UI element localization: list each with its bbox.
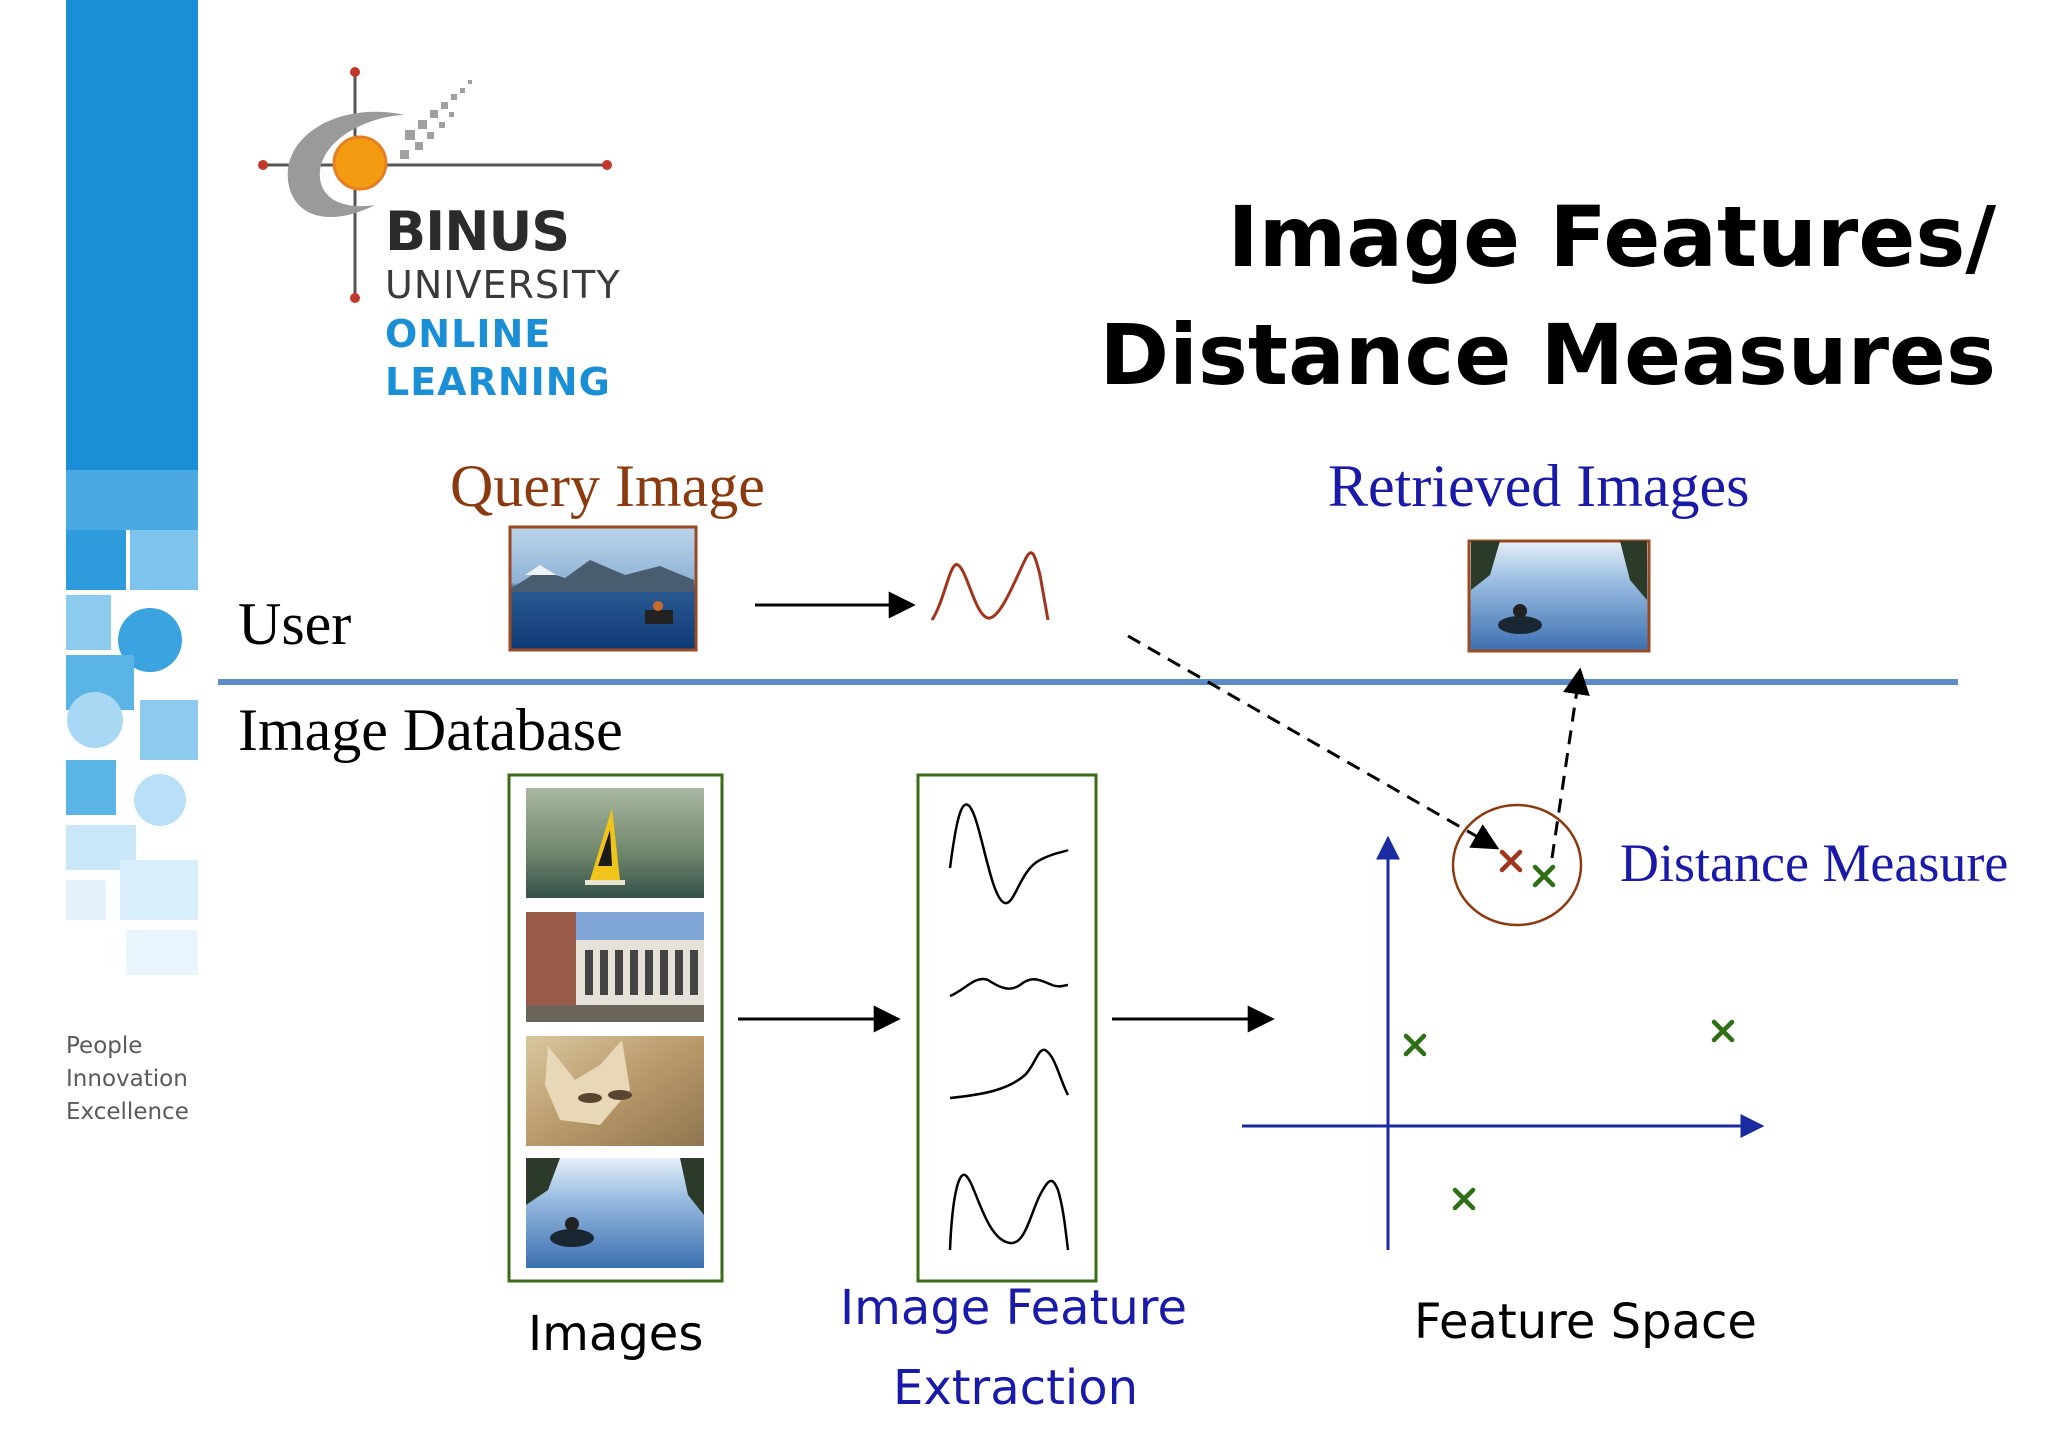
logo-university-text: UNIVERSITY [385, 263, 621, 307]
database-point-mark [1711, 1019, 1735, 1043]
left-decorative-stripe [66, 0, 198, 975]
tagline-innovation: Innovation [66, 1066, 188, 1092]
title-line-1: Image Features/ [1227, 188, 1996, 286]
database-point-mark [1403, 1033, 1427, 1057]
tagline-people: People [66, 1033, 143, 1059]
tagline: People Innovation Excellence [66, 1030, 189, 1129]
query-point-mark [1499, 849, 1523, 873]
page-title: Image Features/ Distance Measures [1099, 178, 1996, 414]
images-label: Images [528, 1306, 704, 1362]
database-thumbnail-windsurfer [526, 788, 704, 898]
query-feature-curve [930, 551, 1050, 621]
binus-logo-icon [258, 67, 612, 303]
feature-space-label: Feature Space [1414, 1294, 1757, 1350]
query-image-label: Query Image [450, 453, 765, 519]
feature-curves [948, 803, 1070, 1251]
extraction-label-line2: Extraction [893, 1360, 1139, 1416]
logo-learning-text: LEARNING [385, 360, 611, 404]
database-thumbnail-fox [526, 1036, 704, 1146]
query-to-space-dashed-arrow [1127, 634, 1500, 850]
retrieved-image-thumbnail [1467, 539, 1651, 653]
tagline-excellence: Excellence [66, 1099, 189, 1125]
database-thumbnail-building [526, 912, 704, 1022]
space-to-retrieved-dashed-arrow [1550, 667, 1590, 859]
title-line-2: Distance Measures [1099, 306, 1996, 404]
query-image-thumbnail [508, 525, 698, 652]
retrieved-images-label: Retrieved Images [1328, 453, 1750, 519]
extraction-label-line1: Image Feature [840, 1280, 1187, 1336]
feature-points [1403, 849, 1735, 1211]
distance-measure-label: Distance Measure [1620, 833, 2009, 893]
logo-online-text: ONLINE [385, 312, 552, 356]
extraction-box [916, 773, 1098, 1283]
distance-measure-circle [1451, 803, 1583, 927]
logo-binus-text: BINUS [385, 200, 570, 263]
database-point-mark [1452, 1187, 1476, 1211]
database-thumbnail-boat [526, 1158, 704, 1268]
image-database-label: Image Database [238, 697, 623, 763]
images-box [507, 773, 724, 1283]
retrieved-point-mark [1532, 864, 1556, 888]
user-label: User [238, 591, 352, 657]
